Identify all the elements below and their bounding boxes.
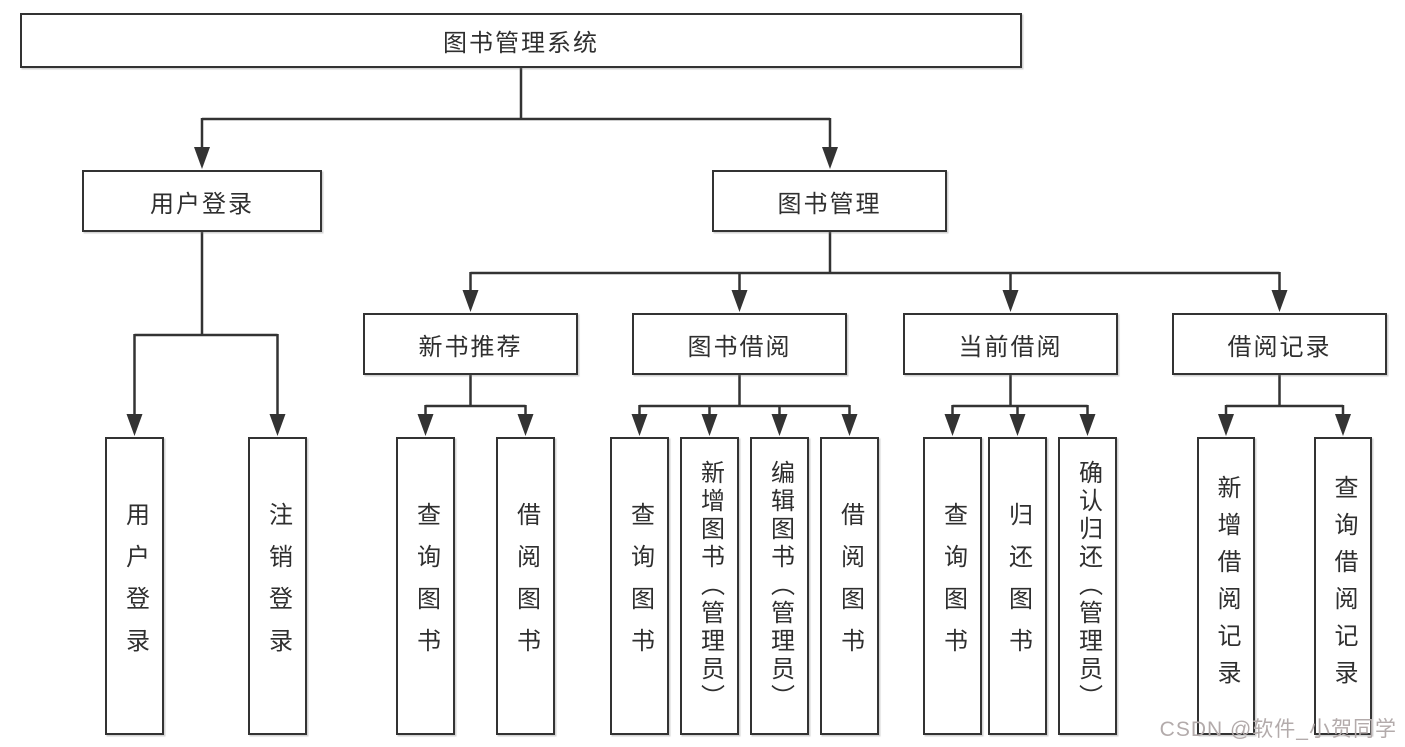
node-label: 查询借阅记录 xyxy=(1330,475,1357,697)
node-library-management-system: 图书管理系统 xyxy=(20,13,1022,68)
node-label: 图书管理系统 xyxy=(443,30,599,57)
csdn-watermark: CSDN @软件_小贺同学 xyxy=(1159,718,1397,741)
node-label: 新增借阅记录 xyxy=(1213,475,1240,697)
node-label: 借阅记录 xyxy=(1227,333,1332,361)
connector-current-borrow-branch xyxy=(951,375,1089,415)
leaf-logout: 注销登录 xyxy=(248,437,307,735)
connector-book-management-branch xyxy=(469,232,1281,291)
leaf-edit-book-admin: 编辑图书（管理员） xyxy=(750,437,809,735)
leaf-search-books-current: 查询图书 xyxy=(923,437,982,735)
node-label: 查询图书 xyxy=(939,502,967,670)
connector-borrow-record-branch xyxy=(1224,375,1345,415)
node-label: 用户登录 xyxy=(150,190,254,218)
node-book-management: 图书管理 xyxy=(712,170,947,232)
leaf-return-books: 归还图书 xyxy=(988,437,1047,735)
connector-book-borrow-branch xyxy=(638,375,851,415)
node-label: 图书管理 xyxy=(777,190,882,218)
node-label: 当前借阅 xyxy=(958,333,1063,361)
leaf-add-book-admin: 新增图书（管理员） xyxy=(680,437,739,735)
leaf-search-books-borrow: 查询图书 xyxy=(610,437,669,735)
leaf-borrow-books-recommend: 借阅图书 xyxy=(496,437,555,735)
node-label: 新书推荐 xyxy=(418,333,523,361)
node-user-login: 用户登录 xyxy=(82,170,322,232)
node-label: 图书借阅 xyxy=(687,333,792,361)
connector-new-book-branch xyxy=(424,375,527,415)
node-label: 确认归还（管理员） xyxy=(1074,460,1102,712)
node-label: 编辑图书（管理员） xyxy=(766,460,794,712)
node-current-borrow: 当前借阅 xyxy=(903,313,1118,375)
node-label: 查询图书 xyxy=(626,502,654,670)
node-label: 借阅图书 xyxy=(512,502,540,670)
leaf-search-books-recommend: 查询图书 xyxy=(396,437,455,735)
leaf-search-borrow-record: 查询借阅记录 xyxy=(1314,437,1372,735)
connector-user-login-branch xyxy=(133,232,279,415)
leaf-confirm-return-admin: 确认归还（管理员） xyxy=(1058,437,1117,735)
node-label: 注销登录 xyxy=(264,502,292,670)
leaf-borrow-books: 借阅图书 xyxy=(820,437,879,735)
node-borrow-records: 借阅记录 xyxy=(1172,313,1387,375)
node-label: 新增图书（管理员） xyxy=(696,460,724,712)
node-book-borrow: 图书借阅 xyxy=(632,313,847,375)
node-label: 借阅图书 xyxy=(836,502,864,670)
connector-root-to-level2 xyxy=(200,68,832,148)
node-label: 查询图书 xyxy=(412,502,440,670)
node-label: 归还图书 xyxy=(1004,502,1032,670)
node-new-book-recommend: 新书推荐 xyxy=(363,313,578,375)
node-label: 用户登录 xyxy=(121,502,149,670)
leaf-user-login: 用户登录 xyxy=(105,437,164,735)
leaf-add-borrow-record: 新增借阅记录 xyxy=(1197,437,1255,735)
